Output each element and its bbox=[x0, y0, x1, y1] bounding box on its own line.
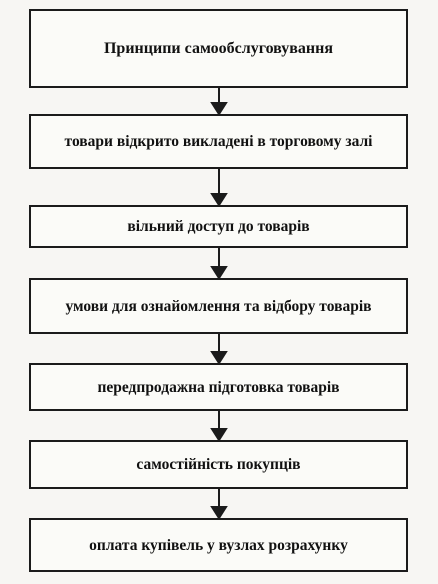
arrow-head-5 bbox=[210, 428, 228, 442]
step-box-4: передпродажна підготовка товарів bbox=[29, 363, 408, 411]
step-text-6: оплата купівель у вузлах розрахунку bbox=[89, 536, 348, 554]
step-text-1: товари відкрито викладені в торговому за… bbox=[64, 133, 373, 150]
arrow-head-1 bbox=[210, 102, 228, 116]
arrow-head-4 bbox=[210, 351, 228, 365]
title-box: Принципи самообслуговування bbox=[29, 9, 408, 88]
arrow-head-2 bbox=[210, 193, 228, 207]
step-box-1: товари відкрито викладені в торговому за… bbox=[29, 114, 408, 169]
step-text-2: вільний доступ до товарів bbox=[127, 218, 310, 235]
step-box-5: самостійність покупців bbox=[29, 440, 408, 489]
arrow-head-6 bbox=[210, 506, 228, 520]
step-text-3: умови для ознайомлення та відбору товарі… bbox=[65, 297, 372, 315]
step-text-5: самостійність покупців bbox=[136, 456, 301, 473]
arrow-head-3 bbox=[210, 266, 228, 280]
step-box-2: вільний доступ до товарів bbox=[29, 205, 408, 248]
step-text-4: передпродажна підготовка товарів bbox=[97, 378, 340, 396]
step-box-6: оплата купівель у вузлах розрахунку bbox=[29, 518, 408, 572]
title-text: Принципи самообслуговування bbox=[103, 40, 333, 57]
step-box-3: умови для ознайомлення та відбору товарі… bbox=[29, 278, 408, 334]
